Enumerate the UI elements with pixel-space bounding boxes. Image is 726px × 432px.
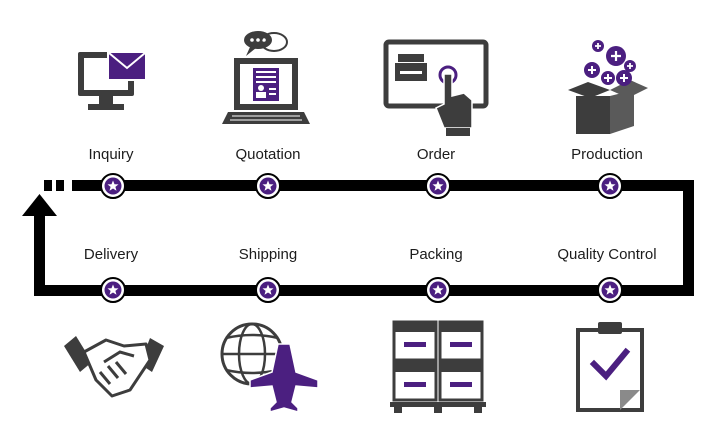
star-circle-icon [100, 277, 126, 303]
star-circle-icon [425, 277, 451, 303]
step-label-production: Production [571, 146, 643, 163]
track-dash [56, 180, 64, 191]
step-label-order: Order [416, 146, 456, 163]
top-track [72, 180, 694, 191]
touchscreen-order-icon [383, 39, 489, 136]
star-circle-icon [100, 173, 126, 199]
star-circle-icon [425, 173, 451, 199]
step-label-inquiry: Inquiry [88, 146, 134, 163]
step-label-quality-control: Quality Control [557, 246, 657, 263]
step-label-quotation: Quotation [235, 146, 301, 163]
right-track [683, 180, 694, 296]
star-circle-icon [255, 173, 281, 199]
track-dash [44, 180, 52, 191]
computer-mail-icon [78, 51, 147, 110]
star-circle-icon [597, 277, 623, 303]
star-circle-icon [597, 173, 623, 199]
bottom-track [34, 285, 694, 296]
pallet-boxes-icon [390, 320, 486, 413]
step-label-shipping: Shipping [238, 246, 298, 263]
clipboard-check-icon [576, 322, 644, 412]
box-production-icon [568, 40, 648, 134]
step-label-packing: Packing [409, 246, 463, 263]
left-track [34, 214, 45, 296]
step-label-delivery: Delivery [83, 246, 139, 263]
star-circle-icon [255, 277, 281, 303]
globe-plane-icon [220, 322, 319, 413]
laptop-chat-icon [222, 31, 310, 124]
up-arrow-icon [22, 194, 57, 216]
handshake-icon [64, 336, 164, 398]
